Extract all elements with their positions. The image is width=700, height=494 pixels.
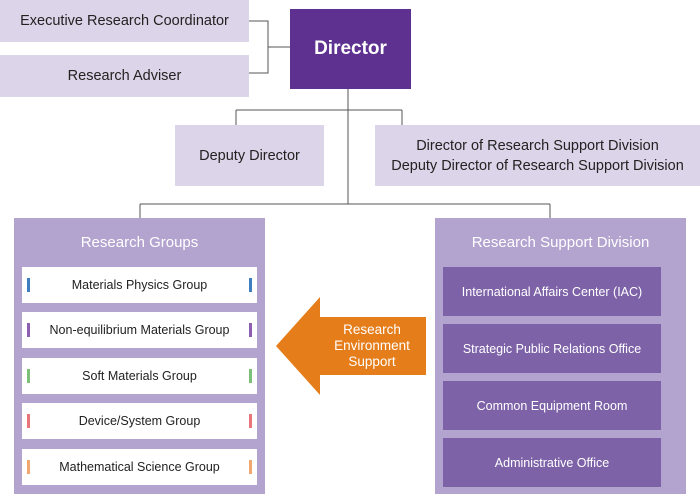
group-color-marker (27, 460, 30, 474)
research-group-label: Device/System Group (78, 414, 201, 428)
research-group-label: Non-equilibrium Materials Group (49, 323, 230, 337)
support-unit-label: International Affairs Center (IAC) (461, 284, 643, 299)
research-adviser-label: Research Adviser (67, 68, 182, 84)
support-unit-label: Administrative Office (494, 455, 610, 470)
director-box: Director (290, 9, 411, 89)
group-color-marker (249, 278, 252, 292)
group-color-marker (27, 414, 30, 428)
research-group-label: Soft Materials Group (82, 369, 197, 383)
arrow-label-line-3: Support (348, 354, 396, 369)
research-adviser-box: Research Adviser (0, 55, 249, 97)
support-unit-label: Common Equipment Room (476, 398, 628, 413)
research-group-item: Soft Materials Group (22, 358, 257, 394)
group-color-marker (27, 278, 30, 292)
group-color-marker (249, 369, 252, 383)
research-groups-panel: Research Groups Materials Physics Group … (14, 218, 265, 494)
research-group-item: Mathematical Science Group (22, 449, 257, 485)
deputy-director-label: Deputy Director (199, 147, 300, 164)
group-color-marker (27, 369, 30, 383)
support-unit-item: International Affairs Center (IAC) (443, 267, 661, 316)
support-unit-label: Strategic Public Relations Office (462, 341, 642, 356)
arrow-label-line-1: Research (343, 322, 401, 337)
research-support-division-title: Research Support Division (471, 234, 650, 251)
research-environment-support-arrow-icon (276, 297, 426, 395)
research-support-division-panel: Research Support Division International … (435, 218, 686, 494)
deputy-director-box: Deputy Director (175, 125, 324, 186)
research-group-label: Materials Physics Group (71, 278, 208, 292)
research-group-item: Non-equilibrium Materials Group (22, 312, 257, 348)
arrow-label: Research Environment Support (318, 322, 426, 370)
executive-research-coordinator-label: Executive Research Coordinator (20, 13, 229, 29)
executive-research-coordinator-box: Executive Research Coordinator (0, 0, 249, 42)
group-color-marker (27, 323, 30, 337)
support-unit-item: Administrative Office (443, 438, 661, 487)
group-color-marker (249, 460, 252, 474)
research-group-label: Mathematical Science Group (59, 460, 220, 474)
support-division-directors-box: Director of Research Support Division De… (375, 125, 700, 186)
support-unit-item: Common Equipment Room (443, 381, 661, 430)
support-division-director-label: Director of Research Support Division (416, 137, 659, 154)
research-groups-title: Research Groups (80, 234, 199, 251)
research-group-item: Device/System Group (22, 403, 257, 439)
research-group-item: Materials Physics Group (22, 267, 257, 303)
support-division-deputy-director-label: Deputy Director of Research Support Divi… (391, 157, 684, 174)
group-color-marker (249, 414, 252, 428)
arrow-label-line-2: Environment (334, 338, 410, 353)
group-color-marker (249, 323, 252, 337)
support-unit-item: Strategic Public Relations Office (443, 324, 661, 373)
director-label: Director (314, 38, 387, 59)
